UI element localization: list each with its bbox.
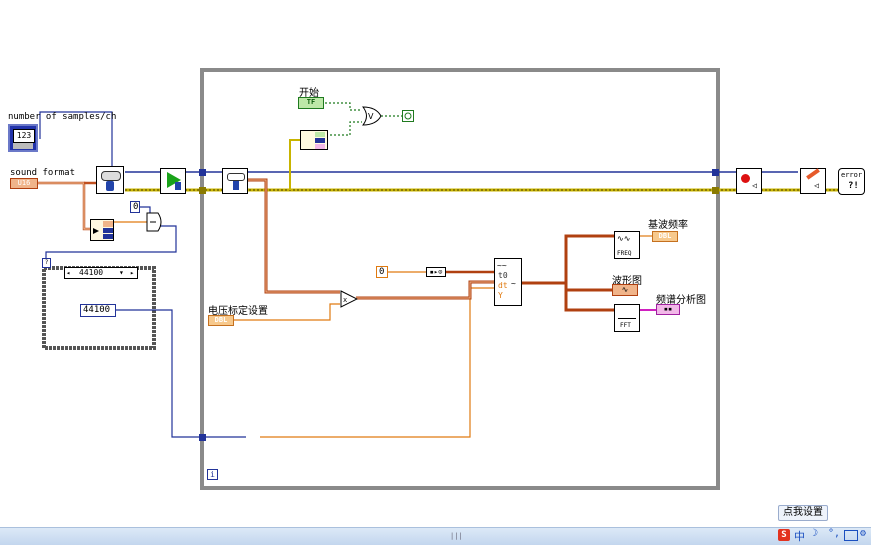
eraser-icon — [806, 168, 820, 180]
speaker-icon — [233, 181, 239, 190]
svg-text:V: V — [368, 112, 374, 121]
rate-constant[interactable]: 44100 — [80, 304, 116, 317]
error-handler-label: error — [841, 171, 863, 179]
voltage-terminal[interactable]: DBL — [208, 315, 234, 326]
y-input-label: Y — [498, 291, 503, 300]
sound-start-node[interactable] — [160, 168, 186, 194]
abc-term — [315, 144, 325, 149]
increment-arrow-icon[interactable]: ▸ — [130, 269, 135, 277]
spectrum-graph-terminal[interactable]: ▪▪ — [656, 304, 680, 315]
fundamental-label: 基波频率 — [648, 220, 688, 231]
start-label: 开始 — [299, 88, 319, 99]
zero-constant-a[interactable]: 0 — [130, 201, 140, 213]
keyboard-icon[interactable] — [844, 530, 858, 541]
waveform-label: 波形图 — [612, 276, 642, 287]
freq-label: FREQ — [617, 250, 632, 257]
info-icon[interactable]: i — [207, 469, 218, 480]
u32-tag — [13, 143, 33, 149]
case-selector-terminal: ? — [42, 258, 51, 268]
fft-label: FFT — [620, 322, 631, 329]
dropdown-arrow-icon[interactable]: ▾ — [119, 268, 124, 277]
spectrum-icon — [618, 308, 636, 319]
to-timestamp-node[interactable]: ▪▸⊙ — [426, 267, 446, 277]
punctuation-icon[interactable]: °, — [828, 528, 841, 539]
voltage-label: 电压标定设置 — [208, 306, 268, 317]
record-stop-icon — [741, 174, 750, 183]
start-terminal[interactable]: TF — [298, 97, 324, 109]
glasses-icon — [227, 173, 245, 181]
waveform-graph-terminal[interactable]: ∿ — [612, 284, 638, 296]
speaker-icon — [175, 182, 181, 190]
key-icon — [101, 171, 121, 181]
loop-tunnel-rate — [199, 434, 206, 441]
case-selector[interactable]: ◂ 44100 ▾ ▸ — [64, 267, 138, 279]
loop-tunnel-error-out — [712, 187, 719, 194]
samples-label: number of samples/ch — [8, 112, 117, 122]
taskbar-grip-icon: ||| — [450, 532, 463, 540]
sound-clear-node[interactable]: ◁ — [800, 168, 826, 194]
taskbar: ||| — [0, 527, 871, 545]
sound-stop-node[interactable]: ◁ — [736, 168, 762, 194]
svg-text:x: x — [343, 296, 347, 304]
arrow-right-icon — [93, 228, 99, 234]
i32-term — [315, 138, 325, 143]
dt-input-label: dt — [498, 281, 508, 290]
ime-toolbar[interactable]: S 中 ☽ °, ⚙ — [776, 528, 871, 544]
waveform-icon: ~~ — [497, 261, 507, 270]
samples-control[interactable]: 123 — [8, 124, 38, 152]
zero-constant-b[interactable]: 0 — [376, 266, 388, 278]
multiply-node[interactable]: x — [340, 290, 359, 308]
decrement-arrow-icon[interactable]: ◂ — [66, 269, 71, 277]
error-unbundle-node[interactable] — [300, 130, 328, 150]
tf-term — [315, 132, 325, 137]
fft-node[interactable]: FFT — [614, 304, 640, 332]
exclamation-icon: ?! — [848, 181, 859, 191]
loop-tunnel-blue-out — [712, 169, 719, 176]
waveform-out-icon: ~ — [511, 279, 516, 288]
t0-input-label: t0 — [498, 271, 508, 280]
loop-tunnel-blue-in — [199, 169, 206, 176]
build-waveform-node[interactable]: ~~ t0 dt Y ~ — [494, 258, 522, 306]
select-node[interactable] — [146, 212, 164, 232]
sound-format-control[interactable]: U16 — [10, 178, 38, 189]
fundamental-terminal[interactable]: DBL — [652, 231, 678, 242]
samples-value: 123 — [13, 129, 35, 143]
case-selector-label: 44100 — [79, 268, 104, 277]
ime-chinese-mode[interactable]: 中 — [794, 530, 805, 543]
while-loop-frame — [200, 68, 720, 490]
sine-icon: ∿∿ — [617, 234, 631, 243]
sogou-logo-icon[interactable]: S — [778, 529, 790, 541]
error-handler-node[interactable]: error ?! — [838, 168, 865, 195]
loop-tunnel-error-in — [199, 187, 206, 194]
i32-term — [103, 228, 113, 233]
i32-term — [103, 234, 113, 239]
or-node[interactable]: V — [361, 106, 382, 126]
speaker-icon: ◁ — [752, 181, 757, 190]
speaker-icon — [106, 181, 114, 191]
sound-config-node[interactable] — [96, 166, 124, 194]
freq-measure-node[interactable]: ∿∿ FREQ — [614, 231, 640, 259]
dbl-term — [103, 221, 113, 227]
moon-icon[interactable]: ☽ — [812, 528, 819, 539]
dot-settings-button[interactable]: 点我设置 — [778, 505, 828, 521]
sound-format-label: sound format — [10, 168, 76, 178]
speaker-icon: ◁ — [814, 181, 819, 190]
loop-condition-terminal[interactable] — [402, 110, 414, 122]
settings-icon[interactable]: ⚙ — [860, 528, 867, 539]
sound-read-node[interactable] — [222, 168, 248, 194]
unbundle-node[interactable] — [90, 219, 114, 241]
spectrum-label: 频谱分析图 — [656, 295, 706, 306]
